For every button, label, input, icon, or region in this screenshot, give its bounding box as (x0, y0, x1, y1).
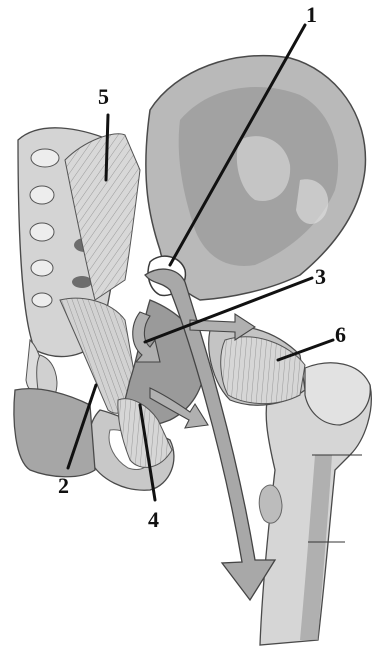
leader-line-5 (106, 115, 108, 180)
pubic-bone (14, 389, 95, 477)
ischiofemoral-ligament (221, 337, 305, 404)
label-3: 3 (315, 264, 326, 289)
label-4: 4 (148, 507, 159, 532)
label-5: 5 (98, 84, 109, 109)
label-6: 6 (335, 322, 346, 347)
label-1: 1 (306, 2, 317, 27)
label-2: 2 (58, 473, 69, 498)
